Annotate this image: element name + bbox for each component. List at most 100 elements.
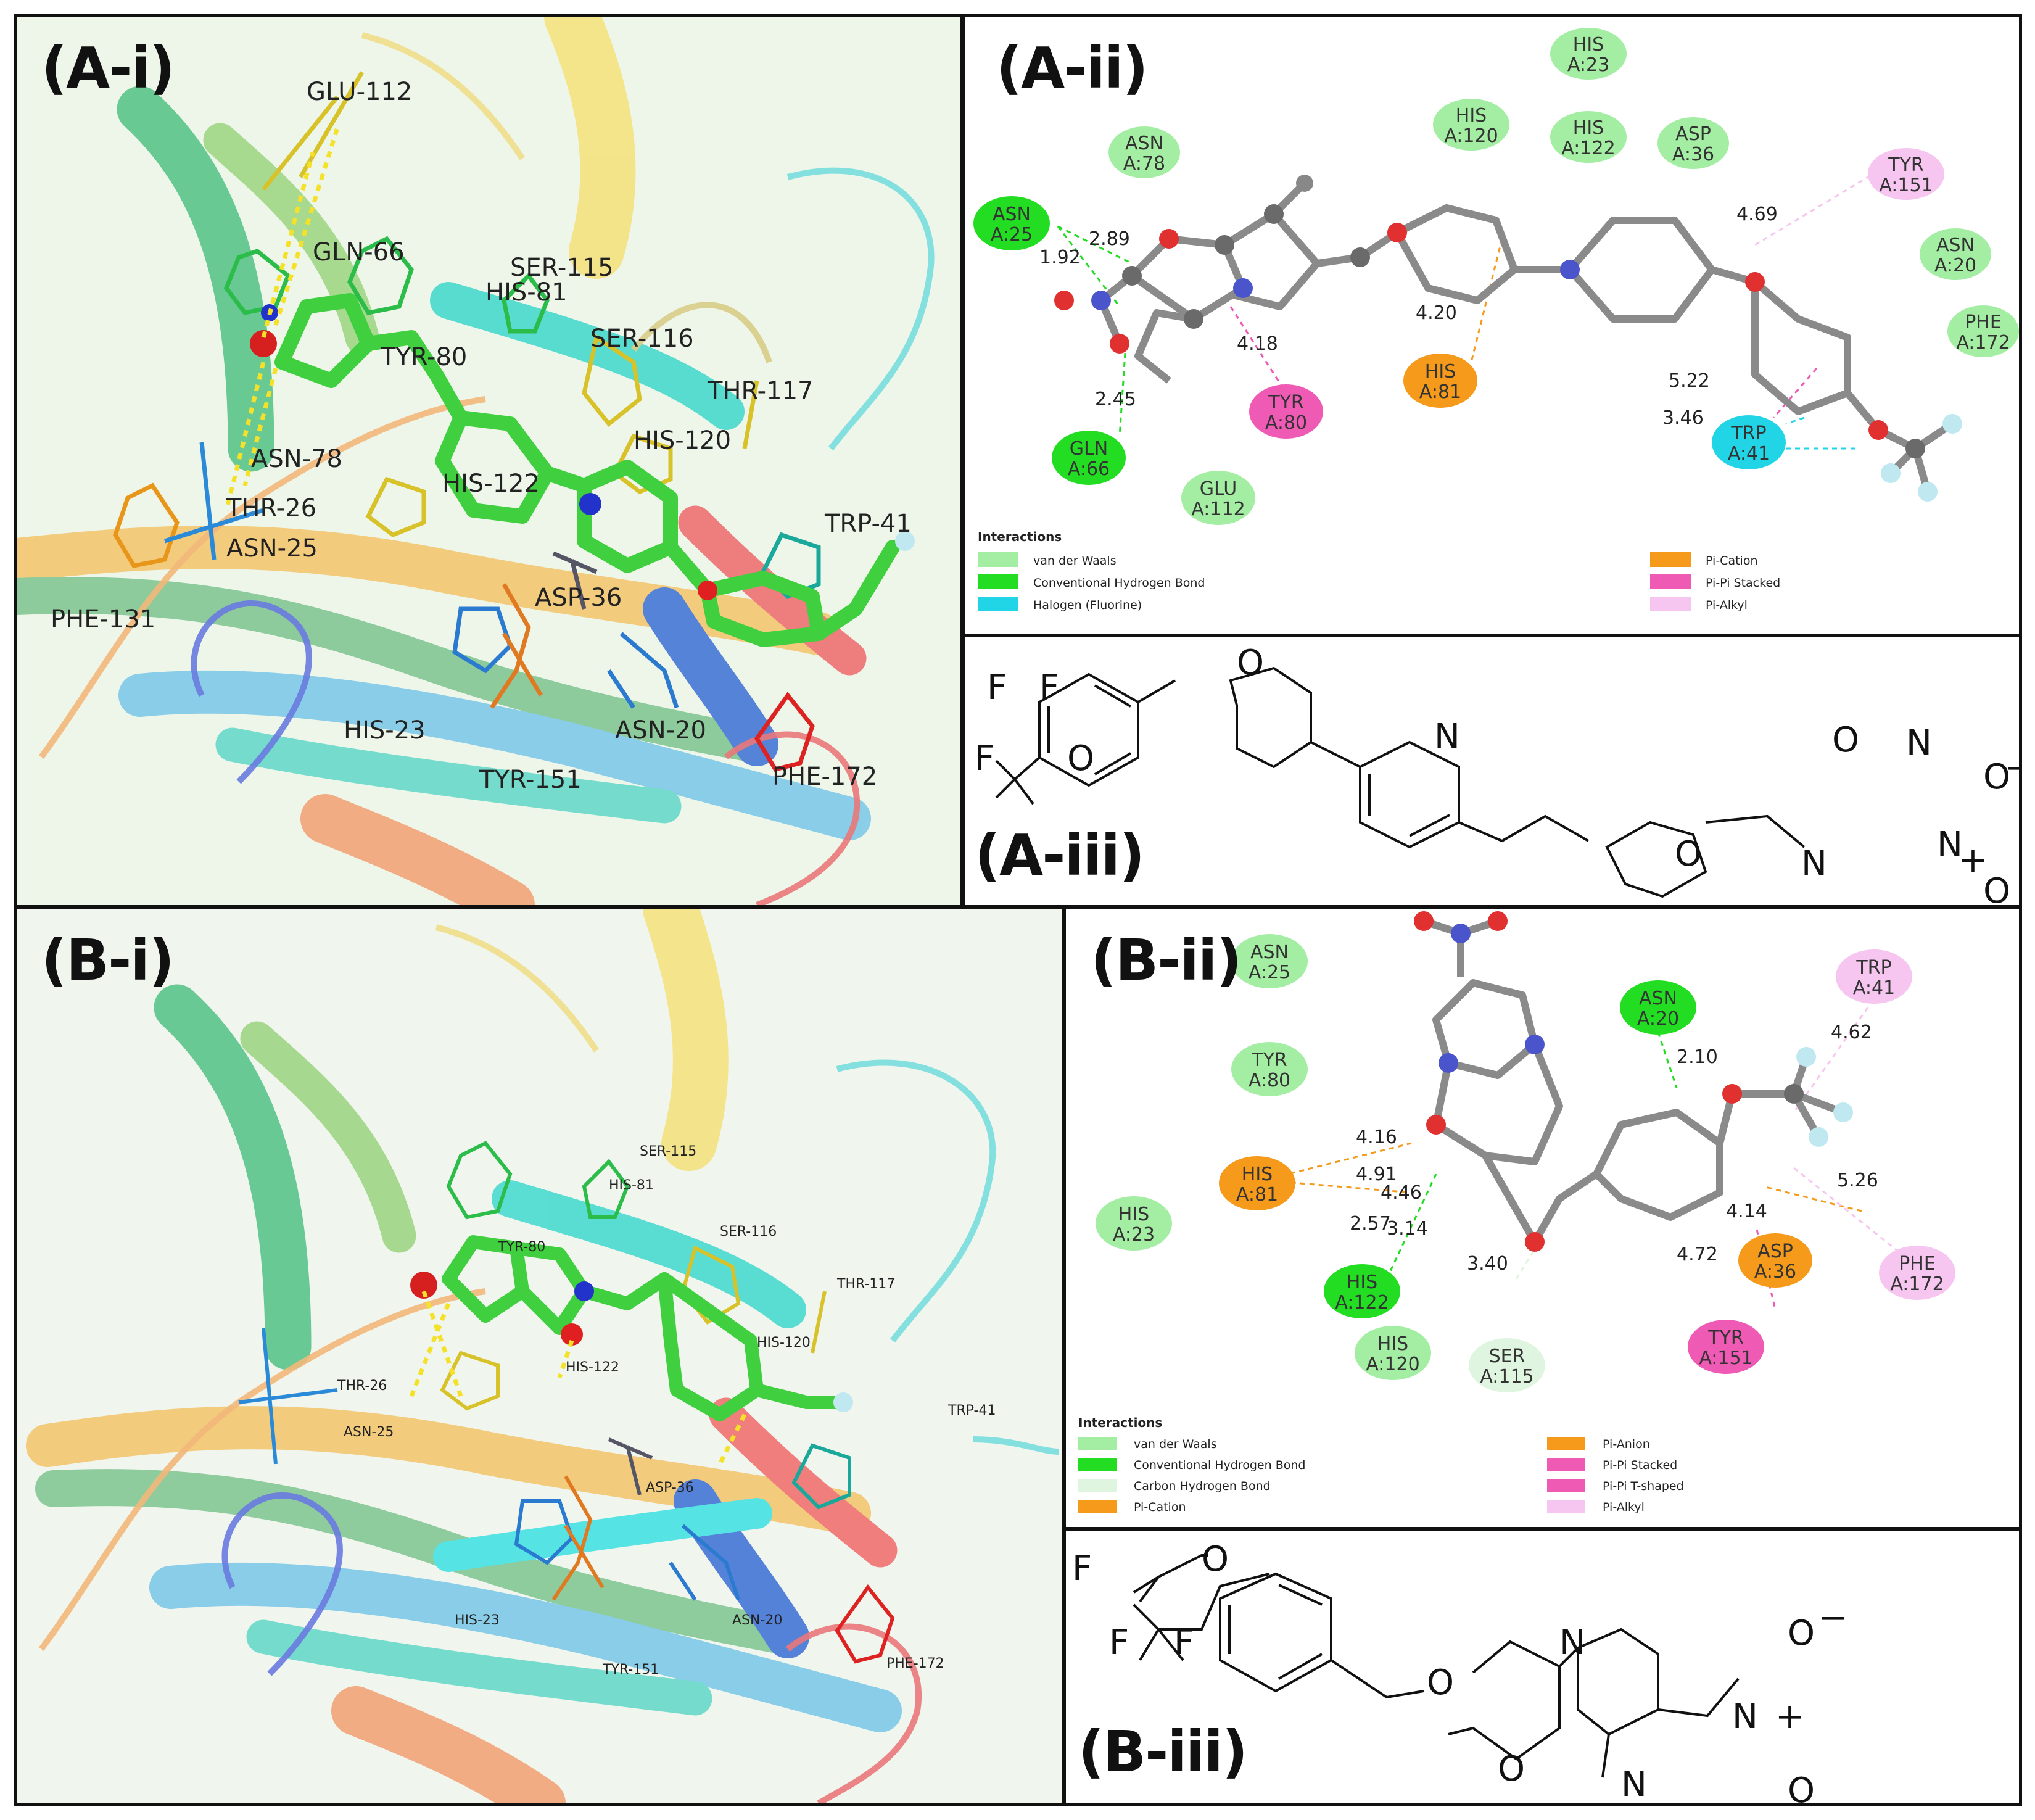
svg-text:A:172: A:172	[1956, 332, 2010, 354]
legend-item: Pi-Alkyl	[1547, 1500, 1645, 1514]
interaction-map-b: 2.10 4.62 4.16 4.91 4.46 2.57 3.14 3.40 …	[1078, 911, 1955, 1514]
svg-text:HIS: HIS	[1347, 1272, 1377, 1293]
label-3d: HIS-81	[485, 278, 568, 307]
svg-text:PHE: PHE	[1965, 312, 2002, 333]
label-3d: ASN-20	[732, 1613, 782, 1628]
distance-label: 2.57	[1350, 1213, 1391, 1235]
svg-text:A:23: A:23	[1567, 54, 1609, 76]
label-3d: ASN-25	[344, 1425, 394, 1440]
a-i-residue-labels: GLU-112 GLN-66 SER-115 HIS-81 SER-116 TY…	[51, 78, 912, 794]
label-3d: PHE-172	[772, 763, 877, 791]
atom-label: F	[1109, 1623, 1129, 1663]
legend-item: Halogen (Fluorine)	[978, 597, 1142, 612]
svg-text:A:20: A:20	[1637, 1008, 1679, 1030]
legend-title: Interactions	[1078, 1415, 1162, 1430]
chemical-structure-b: F F F O O N N O N O O − +	[1072, 1539, 1847, 1803]
svg-text:HIS: HIS	[1456, 105, 1487, 126]
svg-text:HIS: HIS	[1573, 117, 1604, 139]
atom-label: N	[1801, 843, 1827, 883]
label-3d: SER-115	[510, 254, 614, 282]
atom-label: O	[1788, 1613, 1815, 1653]
svg-text:A:172: A:172	[1890, 1273, 1944, 1295]
svg-text:A:120: A:120	[1366, 1354, 1419, 1375]
distance-label: 3.14	[1387, 1218, 1428, 1239]
label-3d: THR-117	[707, 377, 813, 405]
svg-text:Conventional Hydrogen Bond: Conventional Hydrogen Bond	[1033, 576, 1205, 590]
svg-text:Pi-Pi T-shaped: Pi-Pi T-shaped	[1603, 1479, 1684, 1493]
atom-label: N	[1732, 1697, 1758, 1737]
svg-text:A:120: A:120	[1444, 125, 1498, 147]
distance-label: 4.14	[1726, 1201, 1767, 1222]
distance-label: 5.26	[1837, 1170, 1878, 1191]
distance-label: 4.69	[1736, 204, 1778, 225]
ligand-atoms	[1054, 175, 1962, 502]
charge-label: +	[1959, 840, 1988, 880]
label-3d: TRP-41	[947, 1403, 996, 1418]
svg-text:ASN: ASN	[993, 204, 1031, 225]
svg-text:A:115: A:115	[1480, 1366, 1533, 1388]
legend-item: Pi-Cation	[1650, 552, 1757, 568]
distance-label: 4.18	[1237, 333, 1278, 355]
svg-text:A:81: A:81	[1419, 381, 1461, 403]
atom-label: F	[1039, 668, 1059, 708]
svg-text:A:122: A:122	[1335, 1292, 1389, 1313]
legend-item: Pi-Alkyl	[1650, 597, 1748, 612]
svg-text:A:36: A:36	[1754, 1261, 1796, 1283]
atom-label: O	[1675, 834, 1702, 874]
svg-text:A:25: A:25	[1249, 962, 1290, 983]
distance-label: 4.16	[1356, 1127, 1397, 1148]
ligand-atoms-b	[1414, 911, 1853, 1252]
svg-text:HIS: HIS	[1377, 1333, 1408, 1355]
b-iii-atoms: F F F O O N N O N O O − +	[1072, 1539, 1847, 1803]
svg-text:HIS: HIS	[1425, 361, 1456, 383]
svg-text:A:81: A:81	[1236, 1184, 1278, 1206]
label-3d: HIS-120	[757, 1335, 811, 1351]
svg-text:A:23: A:23	[1113, 1224, 1155, 1246]
svg-text:A:78: A:78	[1123, 153, 1165, 175]
charge-label: −	[2005, 748, 2019, 788]
distance-label: 4.72	[1677, 1244, 1718, 1265]
svg-text:ASN: ASN	[1250, 941, 1289, 963]
atom-label: F	[1072, 1549, 1092, 1589]
panel-a-i: GLU-112 GLN-66 SER-115 HIS-81 SER-116 TY…	[14, 14, 964, 908]
svg-text:A:41: A:41	[1853, 977, 1895, 999]
atom-label: O	[1983, 871, 2010, 905]
protein-3d-view-a: GLU-112 GLN-66 SER-115 HIS-81 SER-116 TY…	[17, 17, 935, 905]
legend-item: Carbon Hydrogen Bond	[1078, 1479, 1271, 1493]
atom-label: O	[1788, 1771, 1815, 1803]
label-3d: HIS-23	[455, 1613, 500, 1628]
panel-label: (A-ii)	[996, 35, 1149, 101]
label-3d: ASN-20	[615, 716, 706, 745]
svg-text:TYR: TYR	[1268, 392, 1304, 413]
svg-text:TYR: TYR	[1251, 1049, 1287, 1071]
svg-text:Pi-Alkyl: Pi-Alkyl	[1706, 598, 1748, 612]
label-3d: THR-26	[226, 494, 316, 523]
svg-text:PHE: PHE	[1899, 1253, 1936, 1275]
atom-label: N	[1434, 717, 1460, 757]
atom-label: F	[1174, 1623, 1194, 1663]
label-3d: TRP-41	[824, 510, 912, 538]
svg-text:A:80: A:80	[1265, 412, 1307, 434]
distance-label: 2.45	[1095, 389, 1136, 410]
panel-label: (B-iii)	[1078, 1719, 1248, 1785]
svg-text:A:41: A:41	[1728, 443, 1770, 465]
svg-text:Pi-Anion: Pi-Anion	[1603, 1437, 1650, 1451]
svg-text:GLN: GLN	[1070, 438, 1108, 460]
panel-label: (B-ii)	[1091, 927, 1242, 993]
atom-label: O	[1237, 643, 1264, 683]
svg-text:TRP: TRP	[1855, 957, 1891, 978]
distance-labels-a: 2.89 1.92 4.69 4.20 4.18 2.45 5.22 3.46	[1039, 204, 1778, 429]
svg-text:ASP: ASP	[1675, 123, 1711, 145]
